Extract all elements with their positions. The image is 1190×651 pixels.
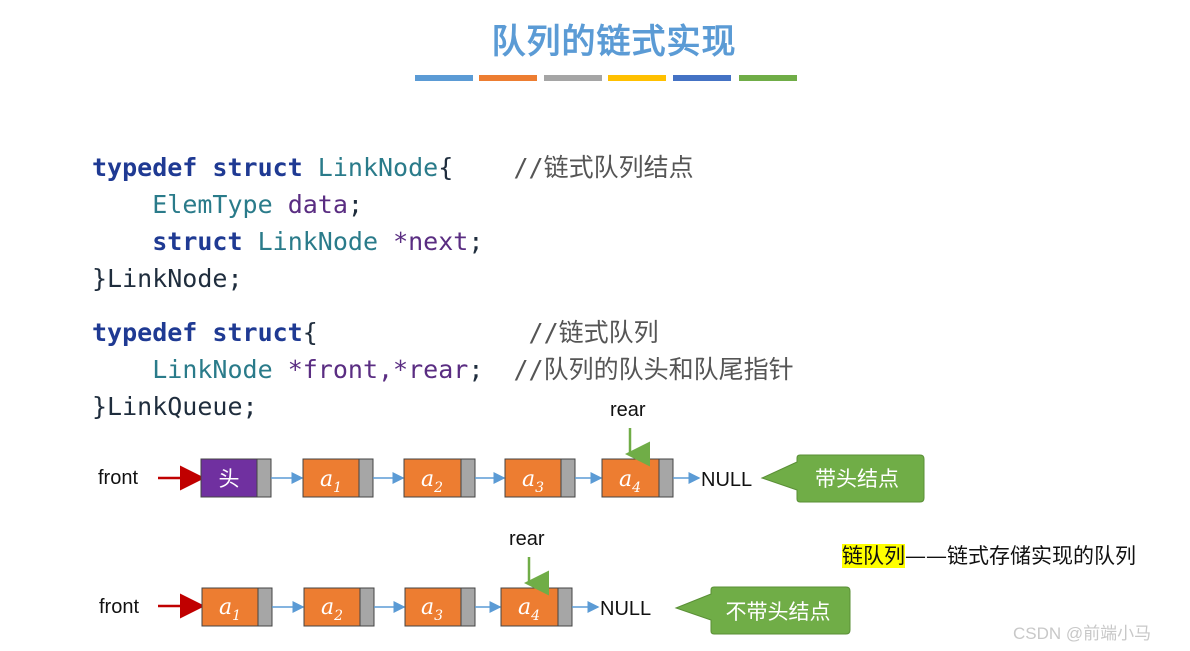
code-brace: {	[302, 318, 318, 347]
code-punct: ;	[347, 190, 363, 219]
code-type: LinkNode	[257, 227, 379, 256]
rear-pointer-label: rear	[509, 528, 545, 550]
definition-text: ——链式存储实现的队列	[905, 544, 1136, 568]
callout-text: 不带头结点	[726, 600, 831, 624]
color-bar-3	[544, 75, 602, 81]
code-type: LinkNode	[317, 153, 439, 182]
code-block-linkqueue: typedef struct{ //链式队列 LinkNode *front,*…	[92, 277, 794, 425]
definition-note: 链队列——链式存储实现的队列	[842, 540, 1136, 570]
code-keyword: struct	[212, 153, 303, 182]
watermark: CSDN @前端小马	[1013, 624, 1152, 643]
diagram-without-head-node: front a1 a2 a3 a4 NULL rear	[99, 528, 851, 635]
node-a2: a2	[403, 458, 476, 498]
highlighted-term: 链队列	[842, 544, 905, 568]
node-a2: a2	[303, 587, 375, 627]
node-label: a4	[619, 467, 641, 496]
front-pointer-label: front	[99, 596, 139, 618]
code-type: LinkNode	[152, 355, 273, 384]
node-a4: a4	[500, 587, 573, 627]
null-label: NULL	[600, 598, 651, 620]
node-a3: a3	[404, 587, 476, 627]
color-bar-1	[415, 75, 473, 81]
node-label: a3	[522, 467, 544, 496]
diagram-with-head-node: front 头 a1 a2 a3 a4	[98, 399, 925, 503]
node-label: a1	[320, 467, 342, 496]
code-field: data	[287, 190, 348, 219]
code-comment: //队列的队头和队尾指针	[513, 355, 794, 384]
callout-bubble: 不带头结点	[674, 586, 851, 635]
code-line: }LinkQueue;	[92, 392, 258, 421]
code-field: *next	[393, 227, 469, 256]
code-block-linknode: typedef struct LinkNode{ //链式队列结点 ElemTy…	[92, 112, 694, 297]
node-a1: a1	[201, 587, 273, 627]
node-label: a1	[219, 595, 241, 624]
code-field: *front,*rear	[287, 355, 469, 384]
code-comment: //链式队列结点	[513, 153, 694, 182]
code-punct: ;	[468, 227, 484, 256]
code-keyword: struct	[152, 227, 243, 256]
code-comment: //链式队列	[528, 318, 659, 347]
rear-pointer-label: rear	[610, 399, 646, 421]
node-label: a3	[421, 595, 443, 624]
color-bar-4	[608, 75, 666, 81]
front-pointer-label: front	[98, 467, 138, 489]
node-label: a2	[321, 595, 343, 624]
head-node: 头	[200, 458, 272, 498]
code-keyword: typedef	[92, 153, 198, 182]
node-a4: a4	[601, 458, 674, 498]
head-node-label: 头	[219, 467, 240, 491]
node-a3: a3	[504, 458, 576, 498]
color-bar-6	[739, 75, 797, 81]
callout-bubble: 带头结点	[760, 454, 925, 503]
code-brace: {	[438, 153, 454, 182]
color-bar-5	[673, 75, 731, 81]
code-keyword: struct	[212, 318, 303, 347]
color-bar-2	[479, 75, 537, 81]
callout-text: 带头结点	[815, 467, 899, 491]
code-keyword: typedef	[92, 318, 198, 347]
page-title: 队列的链式实现	[491, 22, 737, 62]
code-type: ElemType	[152, 190, 273, 219]
code-line: }LinkNode;	[92, 264, 243, 293]
code-punct: ;	[468, 355, 484, 384]
null-label: NULL	[701, 469, 752, 491]
node-a1: a1	[302, 458, 374, 498]
node-label: a4	[518, 595, 540, 624]
node-label: a2	[421, 467, 443, 496]
